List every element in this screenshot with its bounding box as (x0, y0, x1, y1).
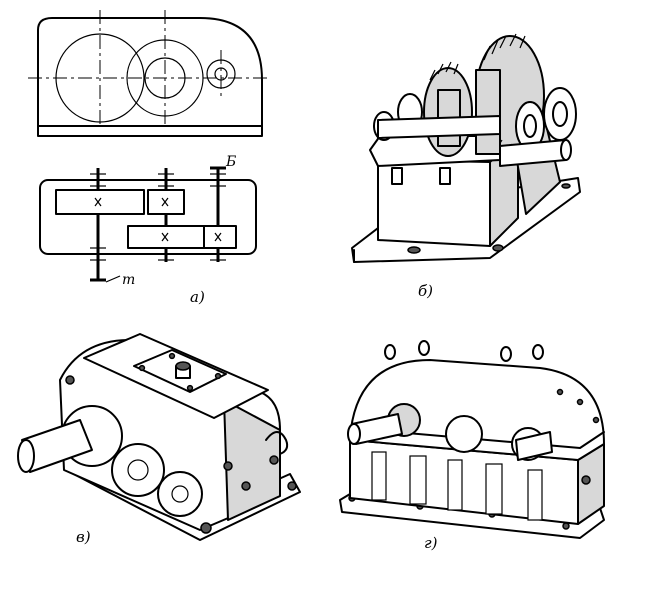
top-cover-bolts (138, 352, 222, 392)
kinematic-scheme: Б т (39, 154, 257, 288)
panel-v-label: в) (76, 528, 91, 546)
input-shaft-label: т (122, 272, 135, 288)
panel-g: г) (339, 340, 605, 552)
housing-front-view (28, 10, 270, 137)
lifting-eyes (384, 340, 544, 362)
panel-a: Б т а) (28, 10, 270, 306)
panel-b: б) (351, 33, 581, 300)
panel-a-label: а) (190, 288, 205, 306)
panel-v: в) (17, 333, 301, 546)
panel-b-label: б) (418, 282, 433, 300)
output-shaft-label: Б (225, 154, 236, 170)
flange-bolts (65, 375, 297, 534)
cover-bolts (556, 388, 600, 485)
panel-g-label: г) (424, 534, 438, 552)
medium-gear (423, 61, 473, 157)
